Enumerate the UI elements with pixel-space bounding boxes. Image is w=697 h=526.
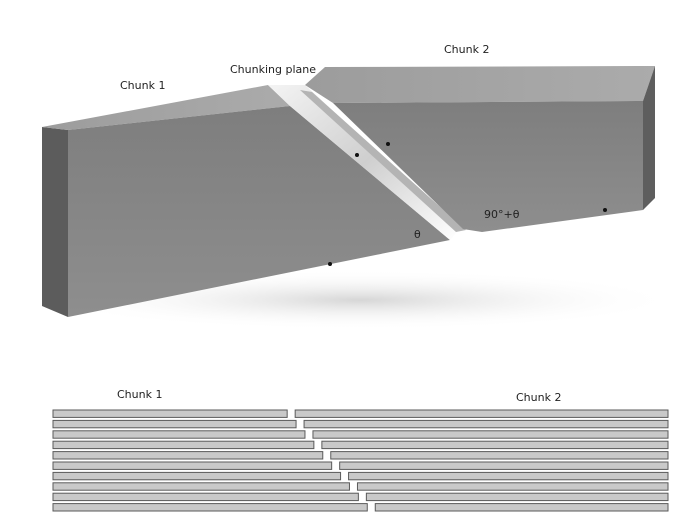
chunk2-layer bbox=[356, 482, 669, 491]
chunk1-layer bbox=[52, 461, 333, 470]
chunk2-layer bbox=[374, 503, 669, 512]
top-chunk2-label: Chunk 2 bbox=[444, 43, 489, 56]
chunk2-layer bbox=[294, 409, 669, 418]
chunk1-layer bbox=[52, 440, 315, 450]
reference-dot bbox=[386, 142, 390, 146]
block-diagram-3d: Chunk 1 Chunk 2 Chunking plane θ 90°+θ bbox=[40, 43, 680, 330]
chunking-plane-shadow bbox=[300, 90, 466, 232]
bottom-chunk1-label: Chunk 1 bbox=[117, 388, 162, 401]
chunk1-layer bbox=[52, 419, 297, 429]
chunking-plane-surface bbox=[268, 85, 460, 240]
chunk2-layer bbox=[321, 440, 669, 450]
chunk2-layer bbox=[330, 451, 669, 460]
chunk2-front-face bbox=[333, 101, 643, 232]
chunk2-layer bbox=[339, 461, 669, 470]
reference-points bbox=[328, 142, 607, 266]
chunking-plane-gap bbox=[268, 85, 466, 240]
angle-complement-label: 90°+θ bbox=[484, 208, 520, 221]
chunking-plane-label: Chunking plane bbox=[230, 63, 316, 76]
chunk1-layer bbox=[52, 430, 306, 439]
chunk1-block bbox=[42, 85, 450, 317]
chunk1-front-face bbox=[68, 106, 450, 317]
bottom-chunk2-label: Chunk 2 bbox=[516, 391, 561, 404]
chunk2-top-face bbox=[305, 66, 655, 103]
chunk1-layer bbox=[52, 492, 359, 502]
chunk1-layer bbox=[52, 451, 324, 460]
layer-stack bbox=[52, 409, 669, 512]
chunk1-top-face bbox=[42, 85, 290, 130]
layered-diagram-2d: Chunk 1 Chunk 2 bbox=[52, 388, 669, 512]
chunk2-layer bbox=[365, 492, 669, 502]
chunk1-layer bbox=[52, 409, 288, 418]
chunk2-layer bbox=[348, 471, 669, 481]
chunk2-end-face bbox=[643, 66, 655, 210]
reference-dot bbox=[355, 153, 359, 157]
chunk1-layer bbox=[52, 471, 342, 481]
chunk1-end-face bbox=[42, 127, 68, 317]
chunk1-layer bbox=[52, 482, 350, 491]
top-chunk1-label: Chunk 1 bbox=[120, 79, 165, 92]
chunk1-layer bbox=[52, 503, 368, 512]
chunk2-layer bbox=[312, 430, 669, 439]
chunk2-block bbox=[305, 66, 655, 232]
reference-dot bbox=[328, 262, 332, 266]
angle-theta-label: θ bbox=[414, 228, 421, 241]
chunk2-layer bbox=[303, 419, 669, 429]
reference-dot bbox=[603, 208, 607, 212]
